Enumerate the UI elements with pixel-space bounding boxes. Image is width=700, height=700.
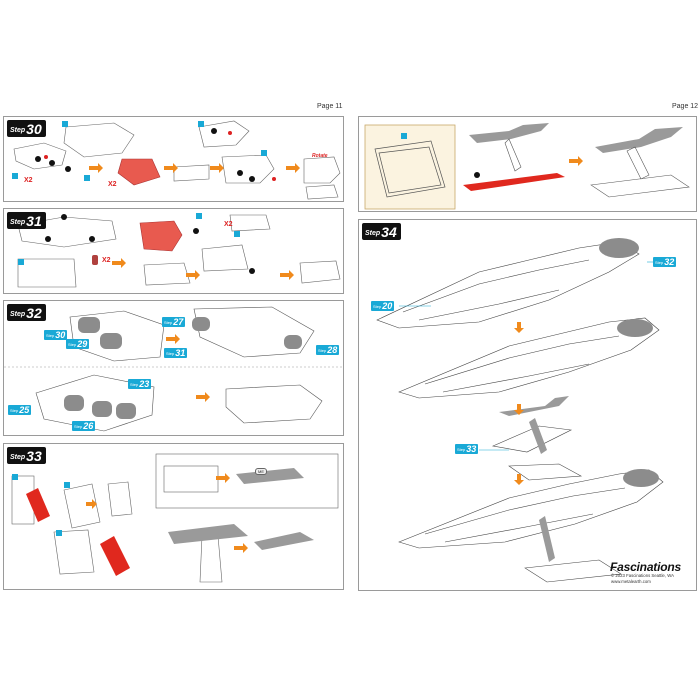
step-number: 30 bbox=[26, 121, 42, 137]
step-word: Step bbox=[10, 127, 26, 134]
part-me-label: ME bbox=[255, 468, 267, 475]
step-word: Step bbox=[365, 230, 381, 237]
step-31-panel: Step 31 X2 X2 bbox=[3, 208, 344, 294]
stand-panel bbox=[358, 116, 697, 212]
step-number: 31 bbox=[26, 213, 42, 229]
step-33-panel: Step 33 ME bbox=[3, 443, 344, 590]
step-word: Step bbox=[10, 219, 26, 226]
step-number: 34 bbox=[381, 224, 397, 240]
step-number: 33 bbox=[26, 448, 42, 464]
step-word: Step bbox=[10, 454, 26, 461]
step-31-badge: Step 31 bbox=[7, 212, 46, 229]
page-number-left: Page 11 bbox=[317, 103, 343, 110]
quantity-mark: X2 bbox=[108, 181, 117, 188]
rotate-label: Rotate bbox=[312, 153, 328, 159]
website-text: www.metalearth.com bbox=[611, 579, 651, 584]
quantity-mark: X2 bbox=[102, 257, 111, 264]
copyright-text: © 2023 Fascinations Seattle, WA bbox=[611, 573, 674, 578]
brand-logo: Fascinations bbox=[610, 560, 681, 574]
step-30-illustration bbox=[12, 120, 341, 200]
step-32-badge: Step 32 bbox=[7, 304, 46, 321]
step-33-illustration bbox=[11, 453, 339, 583]
stand-illustration bbox=[364, 123, 690, 210]
step-32-illustration bbox=[4, 306, 343, 432]
step-34-badge: Step 34 bbox=[362, 223, 401, 240]
step-word: Step bbox=[10, 311, 26, 318]
quantity-mark: X2 bbox=[224, 221, 233, 228]
step-33-badge: Step 33 bbox=[7, 447, 46, 464]
quantity-mark: X2 bbox=[24, 177, 33, 184]
step-30-panel: Step 30 X2 X2 Rotate bbox=[3, 116, 344, 202]
step-31-illustration bbox=[17, 213, 341, 288]
page-number-right: Page 12 bbox=[672, 103, 699, 110]
step-30-badge: Step 30 bbox=[7, 120, 46, 137]
step-34-illustration bbox=[376, 238, 664, 583]
step-number: 32 bbox=[26, 305, 42, 321]
